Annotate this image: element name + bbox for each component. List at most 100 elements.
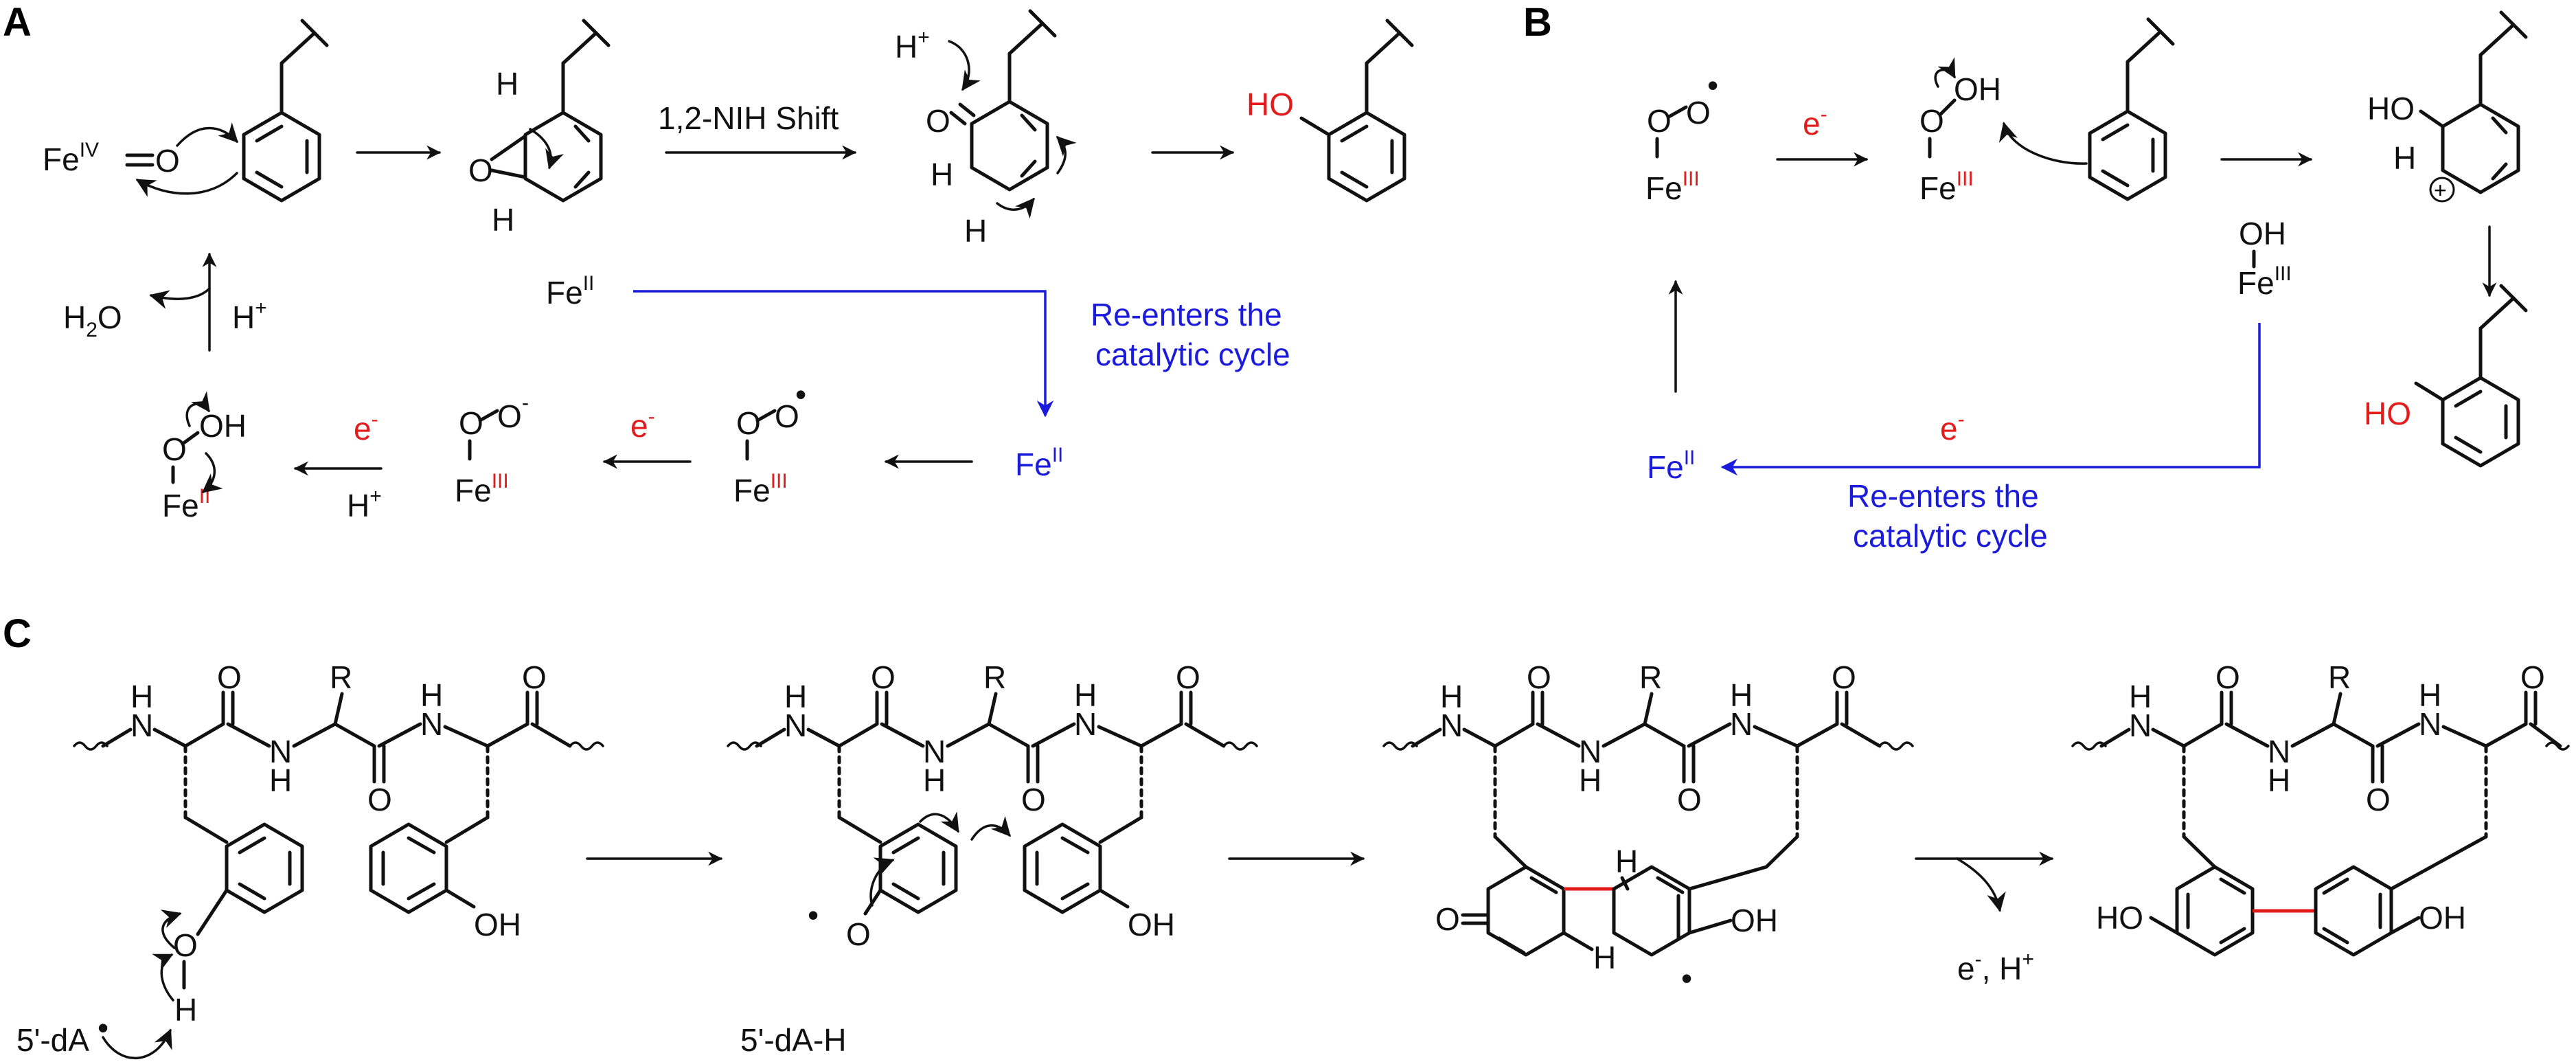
svg-text:HO: HO <box>2367 91 2415 126</box>
a-ferryl-species: FeIV O <box>43 122 238 197</box>
svg-text:OH: OH <box>474 907 521 942</box>
a-fe-iii-superoxo: O O • FeIII <box>733 376 806 508</box>
svg-text:H: H <box>1730 677 1753 713</box>
a-fe-ii-reentered: FeII <box>1015 444 1063 482</box>
svg-text:R: R <box>1639 659 1662 695</box>
svg-text:O: O <box>1677 782 1702 817</box>
svg-text:H: H <box>2393 140 2416 176</box>
a-substrate-benzene <box>242 19 329 203</box>
svg-text:O: O <box>1919 103 1944 139</box>
svg-text:O: O <box>155 143 180 179</box>
c-biaryl-crosslinked-product: N H O N H R O N H O HO <box>2071 659 2570 957</box>
svg-text:H+: H+ <box>895 26 930 65</box>
a-reentry-arrow <box>633 290 1054 418</box>
svg-text:OH: OH <box>1128 907 1175 942</box>
svg-text:O: O <box>2366 782 2391 817</box>
svg-text:•: • <box>98 1010 109 1046</box>
svg-text:H: H <box>1074 677 1097 713</box>
svg-text:e-: e- <box>1803 103 1827 142</box>
svg-text:O: O <box>2215 659 2240 695</box>
svg-text:e-: e- <box>354 408 378 447</box>
svg-text:H: H <box>1615 844 1638 879</box>
svg-text:e-: e- <box>1940 408 1965 447</box>
b-arenium-cation: HO H + <box>2367 10 2528 203</box>
b-fe-iii-hydroperoxo: O OH FeIII <box>1919 57 2001 206</box>
svg-text:OH: OH <box>1731 903 1778 938</box>
svg-text:O: O <box>173 927 198 963</box>
svg-text:O: O <box>162 431 187 467</box>
svg-text:O: O <box>1686 95 1711 131</box>
svg-text:OH: OH <box>199 408 247 444</box>
svg-text:•: • <box>1681 960 1692 996</box>
panel-label-a: A <box>3 0 32 45</box>
svg-text:OH: OH <box>2419 900 2466 936</box>
c-peptide-tyrosine-pair: N H O N H R O N H O O H <box>16 659 604 1060</box>
svg-text:e-, H+: e-, H+ <box>1957 948 2034 986</box>
svg-text:O: O <box>1435 901 1460 937</box>
svg-text:FeIV: FeIV <box>43 139 99 177</box>
svg-text:O: O <box>468 152 493 188</box>
svg-text:H: H <box>1579 762 1602 798</box>
svg-text:FeIII: FeIII <box>455 470 509 508</box>
b-substrate-benzene <box>1998 17 2175 201</box>
svg-text:H: H <box>174 992 197 1028</box>
svg-text:OH: OH <box>2239 216 2286 251</box>
svg-text:H: H <box>1440 679 1463 714</box>
svg-text:N: N <box>130 708 153 743</box>
svg-text:R: R <box>2328 659 2351 695</box>
svg-text:O: O <box>1176 659 1200 695</box>
svg-text:O: O <box>1021 782 1046 817</box>
a-arene-oxide: O H H <box>468 19 611 238</box>
svg-text:H+: H+ <box>347 485 382 523</box>
svg-text:FeIII: FeIII <box>733 470 788 508</box>
svg-text:O: O <box>871 659 896 695</box>
svg-text:H: H <box>420 677 443 713</box>
svg-text:•: • <box>795 376 806 412</box>
b-reentry-arrow <box>1720 323 2261 476</box>
svg-text:N: N <box>784 708 807 743</box>
svg-text:O: O <box>217 659 242 695</box>
svg-text:H: H <box>2268 762 2290 798</box>
a-fe-iii-peroxo: O O - FeIII <box>455 392 529 508</box>
svg-text:HO: HO <box>2364 396 2411 431</box>
nih-shift-label: 1,2-NIH Shift <box>658 100 839 136</box>
a-water: H2O <box>63 300 122 341</box>
svg-text:catalytic cycle: catalytic cycle <box>1853 518 2048 554</box>
svg-text:H: H <box>496 66 518 102</box>
svg-text:O: O <box>846 916 871 952</box>
svg-text:O: O <box>1527 659 1551 695</box>
svg-text:Re-enters the: Re-enters the <box>1847 478 2039 514</box>
a-phenol-product: HO <box>1246 19 1414 203</box>
svg-text:-: - <box>522 392 529 414</box>
svg-text:R: R <box>330 659 352 695</box>
a-fe-ii-hydroperoxo: O OH FeII <box>162 391 247 523</box>
svg-text:H+: H+ <box>232 297 267 335</box>
svg-text:FeIII: FeIII <box>1645 168 1700 206</box>
svg-text:FeIII: FeIII <box>1919 168 1974 206</box>
svg-text:R: R <box>983 659 1006 695</box>
svg-text:O: O <box>367 782 392 817</box>
svg-text:N: N <box>2419 706 2441 742</box>
svg-text:Re-enters the: Re-enters the <box>1091 297 1282 332</box>
svg-text:H: H <box>492 202 514 238</box>
svg-text:N: N <box>1440 708 1463 743</box>
svg-text:O: O <box>926 103 950 139</box>
panel-label-c: C <box>3 611 32 656</box>
svg-text:5'-dA-H: 5'-dA-H <box>740 1022 847 1058</box>
c-tyrosyl-radical-intermediate: N H O N H R O N H O O • <box>727 659 1258 1058</box>
svg-text:N: N <box>2268 734 2290 769</box>
svg-text:N: N <box>2129 708 2152 743</box>
b-fe-iii-hydroxo: OH FeIII <box>2237 216 2292 301</box>
svg-text:N: N <box>923 734 946 769</box>
svg-text:H: H <box>964 213 987 249</box>
svg-text:H: H <box>1593 940 1616 975</box>
svg-text:N: N <box>1579 734 1602 769</box>
a-fe-ii-released: FeII <box>546 272 594 310</box>
svg-text:O: O <box>1832 659 1856 695</box>
svg-text:O: O <box>459 405 483 441</box>
svg-text:HO: HO <box>2096 900 2143 936</box>
svg-text:FeIII: FeIII <box>2237 262 2292 301</box>
svg-text:OH: OH <box>1954 71 2001 107</box>
svg-text:5'-dA: 5'-dA <box>16 1022 89 1058</box>
